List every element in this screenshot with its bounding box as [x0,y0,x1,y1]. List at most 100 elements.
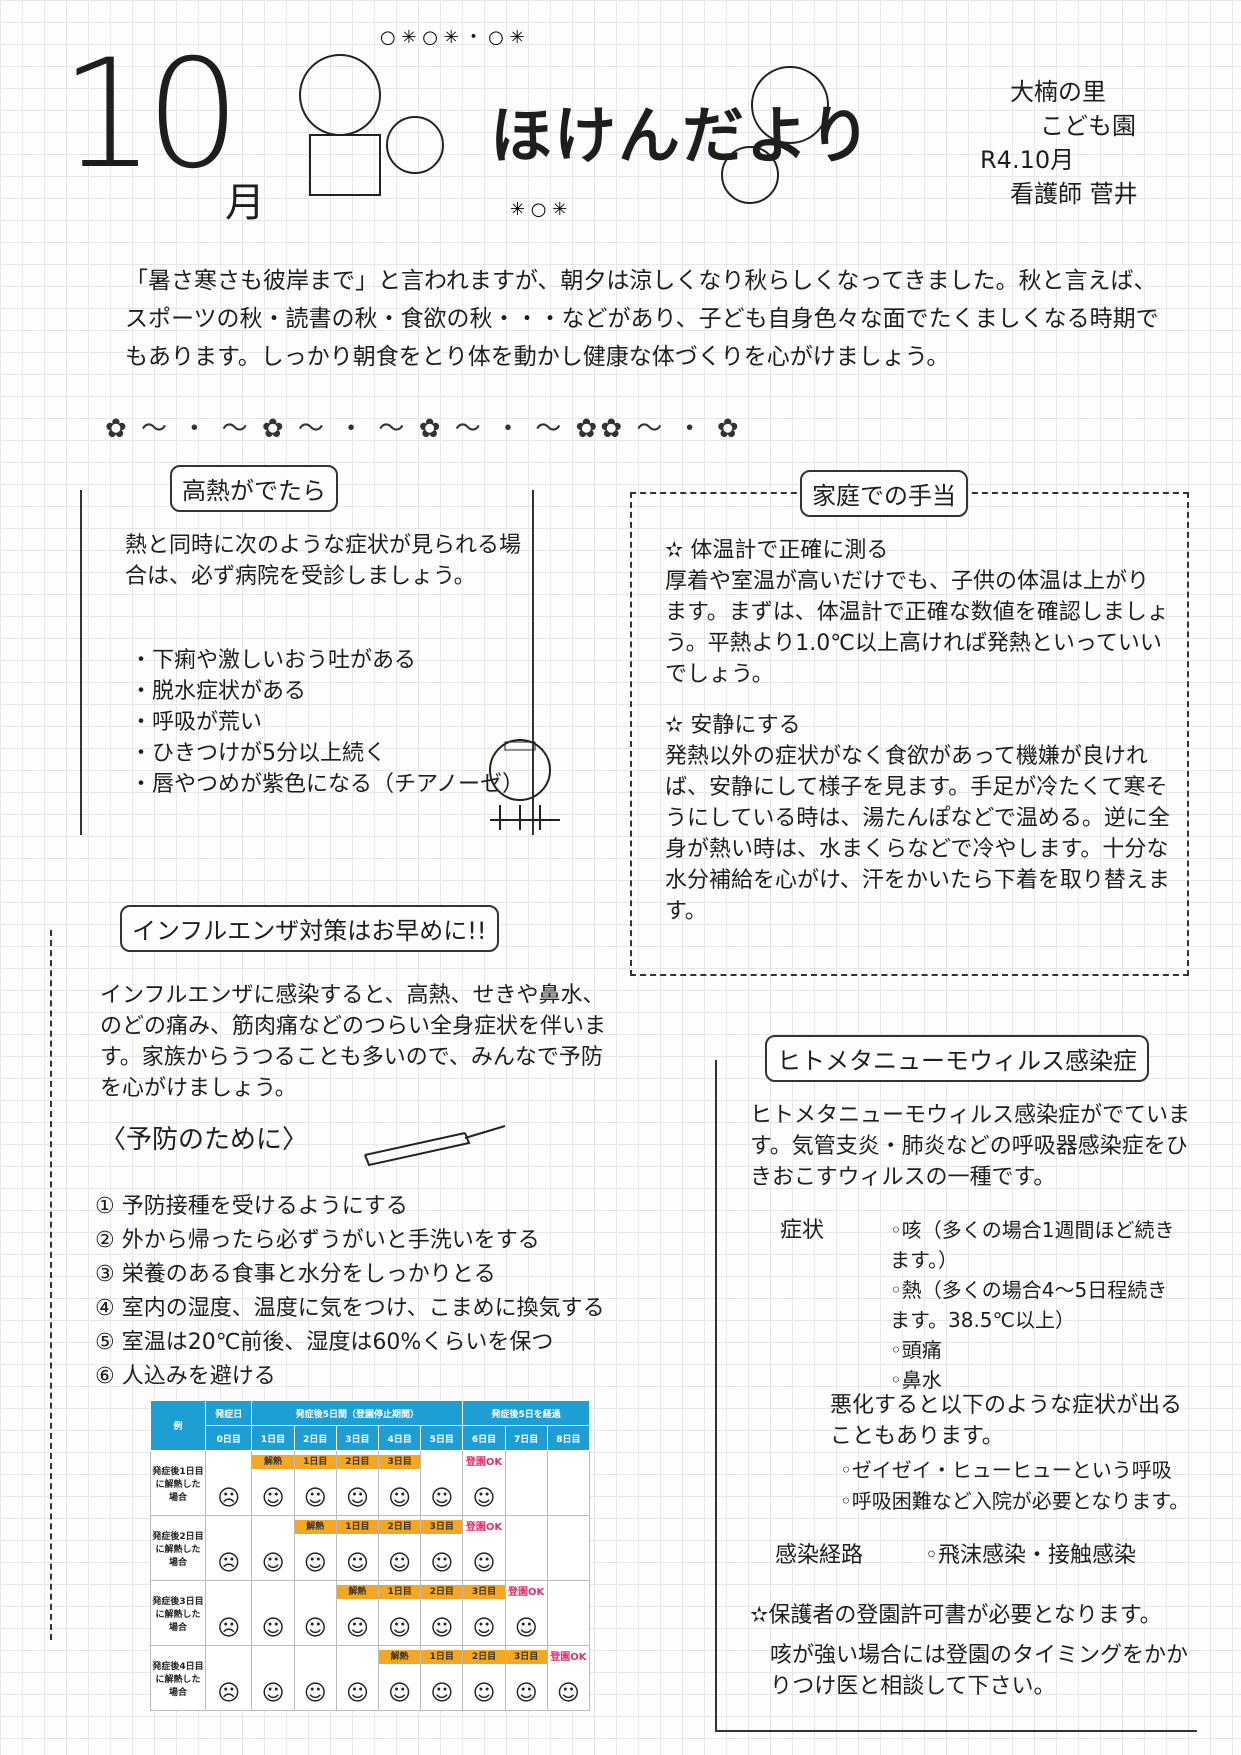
day-header: 6日目 [462,1425,506,1451]
day-header: 0日目 [204,1425,253,1451]
day-header: 2日目 [293,1425,337,1451]
fever-progress-bar: 2日目 [379,1520,421,1534]
day-cell: 3日目 ☺ [377,1450,422,1516]
day-cell: 登園OK ☺ [462,1450,506,1516]
header-illustration: ○ ✳ ○ ✳ ・ ○ ✳ ✳ ○ ✳ [299,27,829,220]
day-cell: 3日目☺ [420,1515,464,1581]
list-item: ② 外から帰ったら必ずうがいと手洗いをする [95,1228,540,1253]
day-cell: 解熱 ☺ [251,1450,295,1516]
home-care-heading: ✫ 安静にする [665,713,801,738]
table-row: 発症後3日目に解熱した場合☹☺☺解熱☺1日目☺2日目☺3日目☺登園OK☺ [150,1580,591,1646]
sick-face-icon: ☹ [217,1551,241,1576]
fever-progress-bar: 3日目 [463,1585,505,1599]
child-face-icon: ☺ [514,1616,538,1641]
child-face-icon: ☺ [303,1681,327,1706]
list-item: ⑤ 室温は20℃前後、湿度は60%くらいを保つ [95,1330,554,1355]
group-header: 発症日 [204,1400,253,1426]
day-cell: 2日目 ☺ [377,1515,422,1581]
flower-divider: ✿ ～ ・ ～ ✿ ～ ・ ～ ✿ ～ ・ ～ ✿✿ ～ ・ ✿ [105,414,742,444]
day-cell: ☺ [293,1645,337,1711]
child-face-icon: ☺ [303,1551,327,1576]
day-cell: ☺ [420,1450,464,1516]
hmpv-lead: ヒトメタニューモウィルス感染症がでています。気管支炎・肺炎などの呼吸器感染症をひ… [750,1103,1191,1190]
intro-text: 「暑さ寒さも彼岸まで」と言われますが、朝夕は涼しくなり秋らしくなってきました。秋… [125,268,1159,370]
org-line: 看護師 菅井 [1010,180,1138,208]
list-item: ⑥ 人込みを避ける [95,1364,276,1389]
worse-lead: 悪化すると以下のような症状が出ることもあります。 [830,1393,1183,1449]
list-item: ・呼吸が荒い [130,710,263,735]
day-cell: ☺ [335,1645,380,1711]
day-cell: ☺ [293,1580,337,1646]
day-cell: 解熱☺ [377,1645,422,1711]
child-face-icon: ☺ [345,1551,369,1576]
attendance-ok-badge: 登園OK [465,1457,503,1468]
day-cell: 解熱☺ [335,1580,380,1646]
attendance-ok-badge: 登園OK [508,1587,545,1598]
fever-progress-bar: 解熱 [252,1455,294,1469]
list-item: ・唇やつめが紫色になる（チアノーゼ） [130,772,525,797]
sick-face-icon: ☹ [217,1486,241,1511]
org-line: こども園 [1040,112,1136,140]
home-care-heading: ✫ 体温計で正確に測る [665,538,889,563]
influenza-lead: インフルエンザに感染すると、高熱、せきや鼻水、のどの痛み、筋肉痛などのつらい全身… [100,983,607,1101]
prevention-list: ① 予防接種を受けるようにする ② 外から帰ったら必ずうがいと手洗いをする ③ … [95,1190,605,1394]
child-face-icon: ☺ [472,1616,496,1641]
child-face-icon: ☺ [345,1681,369,1706]
day-cell [546,1450,591,1516]
svg-text:○ ✳ ○ ✳ ・ ○ ✳: ○ ✳ ○ ✳ ・ ○ ✳ [380,27,525,48]
day-header: 4日目 [377,1425,422,1451]
day-cell: ☺ [251,1515,295,1581]
attendance-ok-badge: 登園OK [550,1652,587,1663]
day-cell: 登園OK ☺ [504,1580,548,1646]
svg-text:✳ ○ ✳: ✳ ○ ✳ [510,199,567,220]
table-row: 発症後4日目に解熱した場合☹☺☺☺解熱☺1日目☺2日目☺3日目☺登園OK☺ [150,1645,591,1711]
list-item: ④ 室内の湿度、温度に気をつけ、こまめに換気する [95,1296,605,1321]
day-cell: 登園OK☺ [462,1515,506,1581]
day-cell: ☺ [251,1645,295,1711]
home-care-body: 発熱以外の症状がなく食欲があって機嫌が良ければ、安静にして様子を見ます。手足が冷… [665,744,1170,924]
day-cell: 3日目 ☺ [462,1580,506,1646]
child-face-icon: ☺ [472,1486,496,1511]
child-face-icon: ☺ [303,1616,327,1641]
fever-progress-bar: 解熱 [336,1585,378,1599]
hmpv-note: ✫保護者の登園許可書が必要となります。 [750,1603,1162,1628]
fever-progress-bar: 2日目 [336,1455,378,1469]
sick-face-icon: ☹ [217,1616,241,1641]
day-cell: ☺ [251,1580,295,1646]
symptoms-list: ◦咳（多くの場合1週間ほど続きます。） ◦熱（多くの場合4〜5日程続きます。38… [890,1215,1180,1395]
fever-progress-bar: 1日目 [294,1455,336,1469]
syringe-icon [364,1125,506,1167]
day-header: 8日目 [546,1425,591,1451]
fever-lead: 熱と同時に次のような症状が見られる場合は、必ず病院を受診しましょう。 [125,533,522,589]
day-cell [504,1450,548,1516]
day-header: 7日目 [504,1425,548,1451]
home-care-body: 厚着や室温が高いだけでも、子供の体温は上がります。まずは、体温計で正確な数値を確… [665,569,1169,687]
hmpv-title: ヒトメタニューモウィルス感染症 [765,1035,1149,1082]
child-face-icon: ☺ [430,1681,454,1706]
influenza-title: インフルエンザ対策はお早めに!! [120,905,499,952]
list-item: ③ 栄養のある食事と水分をしっかりとる [95,1262,496,1287]
table-corner: 例 [150,1400,206,1451]
fever-frame [80,490,534,835]
child-face-icon: ☺ [388,1551,412,1576]
list-item: ・脱水症状がある [130,679,307,704]
child-face-icon: ☺ [261,1486,285,1511]
fever-progress-bar: 解熱 [294,1520,336,1534]
org-line: 大楠の里 [1010,78,1106,106]
prevention-title: 〈予防のために〉 [100,1125,309,1155]
day-cell: 2日目☺ [462,1645,506,1711]
fever-progress-bar: 1日目 [336,1520,378,1534]
list-item: ◦鼻水 [890,1368,942,1392]
day-cell: 2日目☺ [420,1580,464,1646]
day-cell: 解熱 ☺ [293,1515,337,1581]
list-item: ① 予防接種を受けるようにする [95,1194,408,1219]
child-face-icon: ☺ [388,1486,412,1511]
day-cell: 1日目 ☺ [335,1515,380,1581]
day-cell: 3日目☺ [504,1645,548,1711]
child-face-icon: ☺ [430,1486,454,1511]
fever-progress-bar: 3日目 [379,1455,421,1469]
child-face-icon: ☺ [388,1616,412,1641]
list-item: ◦咳（多くの場合1週間ほど続きます。） [890,1218,1175,1272]
